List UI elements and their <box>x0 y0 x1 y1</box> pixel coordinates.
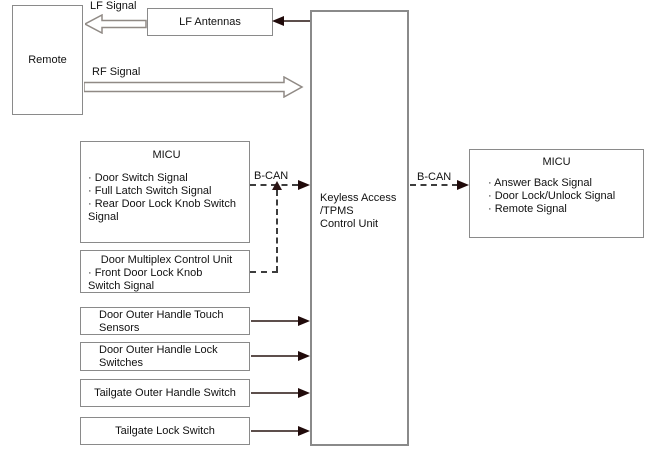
remote-box: Remote <box>12 5 83 115</box>
lf-antennas-arrow-shaft <box>282 20 310 22</box>
rf-signal-hollow-arrow-icon <box>84 76 304 98</box>
lf-signal-hollow-arrow-icon <box>85 14 147 34</box>
tailgate-lock-label: Tailgate Lock Switch <box>115 424 215 437</box>
control-unit-label: Keyless Access /TPMS Control Unit <box>320 192 396 231</box>
lock-switches-arrow-shaft <box>251 355 301 357</box>
rf-signal-label: RF Signal <box>92 66 141 78</box>
tailgate-outer-arrow-shaft <box>251 392 301 394</box>
remote-label: Remote <box>28 53 67 66</box>
lf-signal-label: LF Signal <box>90 0 137 12</box>
bcan-left-label: B-CAN <box>254 170 289 182</box>
bcan-junction-arrow-head-icon <box>272 181 282 190</box>
micu-left-item: · Full Latch Switch Signal <box>88 185 212 197</box>
micu-right-item: · Answer Back Signal <box>488 177 592 189</box>
tailgate-lock-box: Tailgate Lock Switch <box>80 417 250 445</box>
lf-antennas-box: LF Antennas <box>147 8 273 36</box>
micu-right-title: MICU <box>542 156 571 168</box>
micu-left-item: · Rear Door Lock Knob Switch Signal <box>88 198 236 223</box>
lock-switches-label: Door Outer Handle Lock Switches <box>99 344 218 369</box>
tailgate-outer-handle-box: Tailgate Outer Handle Switch <box>80 379 250 407</box>
control-unit-line2: /TPMS <box>320 205 354 217</box>
tailgate-outer-handle-label: Tailgate Outer Handle Switch <box>94 386 236 399</box>
control-unit-line1: Keyless Access <box>320 192 397 204</box>
tailgate-lock-arrow-shaft <box>251 430 301 432</box>
micu-left-item: · Door Switch Signal <box>88 172 188 184</box>
lf-antennas-label: LF Antennas <box>179 15 241 28</box>
bcan-right-dashed-line <box>410 184 458 186</box>
lock-switches-arrow-head-icon <box>298 351 310 361</box>
micu-right-item: · Door Lock/Unlock Signal <box>488 190 616 202</box>
door-multiplex-item: · Front Door Lock Knob Switch Signal <box>88 267 203 292</box>
lf-antennas-arrow-head-icon <box>272 16 284 26</box>
touch-sensors-arrow-shaft <box>251 320 301 322</box>
door-multiplex-title: Door Multiplex Control Unit <box>100 254 233 266</box>
touch-sensors-label: Door Outer Handle Touch Sensors <box>99 309 224 334</box>
bcan-left-arrow-head-icon <box>298 180 310 190</box>
door-multiplex-dashed-line-vertical <box>276 190 278 272</box>
micu-left-title: MICU <box>152 149 181 161</box>
touch-sensors-box: Door Outer Handle Touch Sensors <box>80 307 250 335</box>
control-unit-box: Keyless Access /TPMS Control Unit <box>310 10 409 446</box>
door-multiplex-dashed-line-horizontal <box>250 271 278 273</box>
bcan-right-label: B-CAN <box>417 171 452 183</box>
tailgate-lock-arrow-head-icon <box>298 426 310 436</box>
micu-right-box: MICU · Answer Back Signal · Door Lock/Un… <box>469 149 644 238</box>
tailgate-outer-arrow-head-icon <box>298 388 310 398</box>
door-multiplex-box: Door Multiplex Control Unit · Front Door… <box>80 250 250 293</box>
lock-switches-box: Door Outer Handle Lock Switches <box>80 342 250 371</box>
micu-left-box: MICU · Door Switch Signal · Full Latch S… <box>80 141 250 243</box>
micu-right-item: · Remote Signal <box>488 203 567 215</box>
touch-sensors-arrow-head-icon <box>298 316 310 326</box>
control-unit-line3: Control Unit <box>320 218 379 230</box>
bcan-right-arrow-head-icon <box>457 180 469 190</box>
